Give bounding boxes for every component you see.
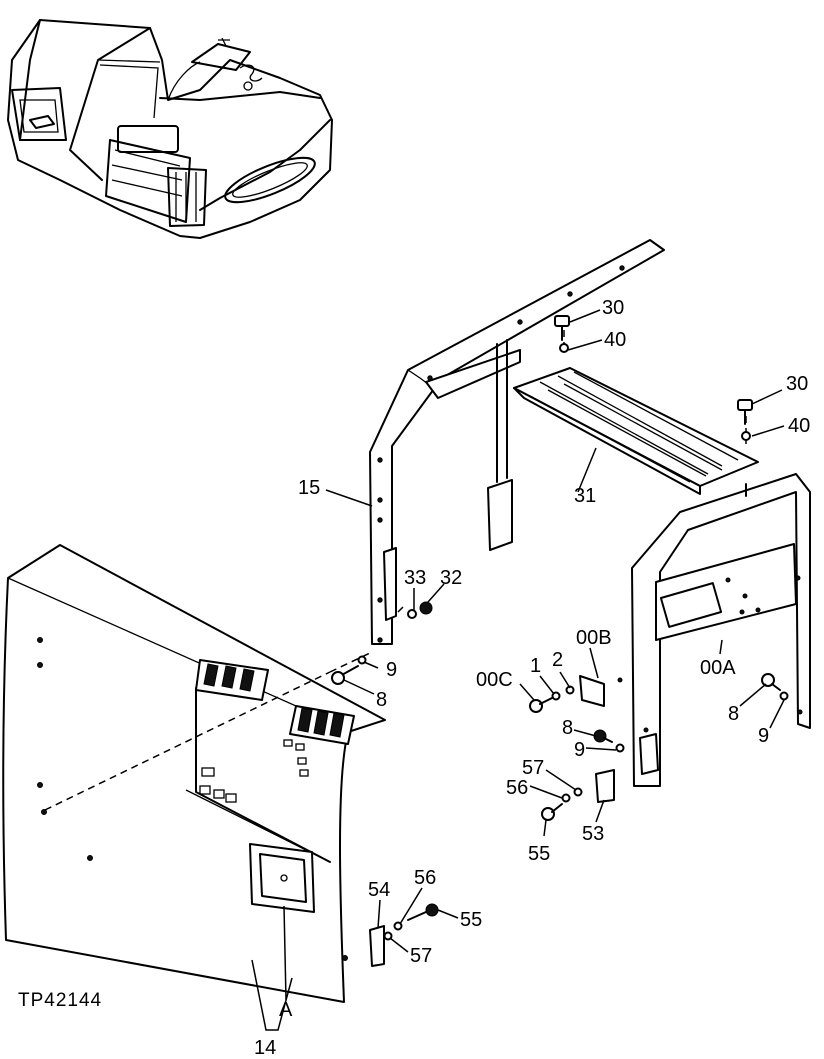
callout-31: 31	[574, 485, 596, 507]
callout-8-middle: 8	[562, 717, 573, 739]
callout-56-lower: 56	[414, 867, 436, 889]
callout-1: 1	[530, 655, 541, 677]
callout-30-lower: 30	[786, 373, 808, 395]
callout-9-right: 9	[758, 725, 769, 747]
bolt-30-upper	[554, 315, 570, 353]
callout-00B: 00B	[576, 627, 612, 649]
callout-55-upper: 55	[528, 843, 550, 865]
fastener-hardware	[331, 315, 789, 967]
callout-40-lower: 40	[788, 415, 810, 437]
callout-56-upper: 56	[506, 777, 528, 799]
callout-33: 33	[404, 567, 426, 589]
callout-leader-lines	[251, 309, 785, 1031]
excavator-inset-illustration	[7, 19, 333, 239]
callout-30-upper: 30	[602, 297, 624, 319]
callout-57-upper: 57	[522, 757, 544, 779]
callout-8-left: 8	[376, 689, 387, 711]
figure-id-label: TP42144	[18, 990, 102, 1011]
callout-00C: 00C	[476, 669, 513, 691]
callout-53: 53	[582, 823, 604, 845]
callout-14: 14	[254, 1037, 276, 1059]
step-tray-part-31	[513, 367, 759, 495]
callout-32: 32	[440, 567, 462, 589]
frame-part-15	[369, 239, 665, 645]
callout-57-lower: 57	[410, 945, 432, 967]
callout-55-lower: 55	[460, 909, 482, 931]
callout-A: A	[279, 999, 293, 1021]
bolt-30-lower	[737, 399, 753, 441]
callout-40-upper: 40	[604, 329, 626, 351]
side-door-panel-part-14	[2, 544, 386, 1003]
callout-9-middle: 9	[574, 739, 585, 761]
callout-labels: 30 40 30 40 15 31 33 32 9 8 00B 00C 1 2 …	[254, 297, 810, 1059]
callout-8-right: 8	[728, 703, 739, 725]
callout-15: 15	[298, 477, 320, 499]
callout-9-left: 9	[386, 659, 397, 681]
callout-00A: 00A	[700, 657, 736, 679]
callout-2: 2	[552, 649, 563, 671]
callout-54: 54	[368, 879, 390, 901]
